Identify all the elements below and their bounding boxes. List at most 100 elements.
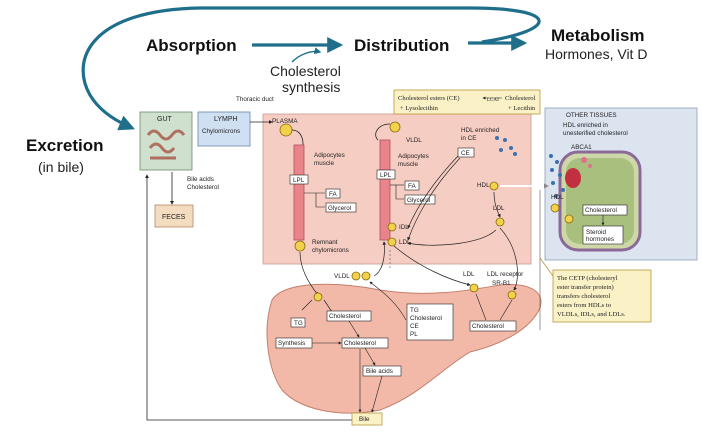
ot-cholesterol: Cholesterol (585, 207, 617, 214)
vldl-loop (375, 123, 391, 141)
bile-acids-label: Bile acids (187, 176, 214, 183)
liver-list-tg: TG (410, 307, 419, 314)
glycerol-2: Glycerol (407, 197, 430, 204)
synthesis-label-2: synthesis (282, 79, 340, 95)
bile-box (351, 412, 383, 426)
abca1-transporter (565, 157, 592, 188)
adipocytes-2: Adipocytes (398, 153, 429, 160)
lcat-line2b: + Lecithin (508, 105, 536, 112)
glycerol-1-box (325, 202, 357, 213)
chol-top-to-mid-arrow (348, 320, 360, 338)
vldl-particle-top (389, 121, 401, 133)
liver-vldl-particle-2 (361, 271, 371, 281)
synthesis-arrow (291, 47, 322, 63)
lcat-enzyme: LCAT (487, 98, 500, 103)
ot-dots (549, 154, 565, 198)
receptor-to-chol-arrows (475, 293, 513, 321)
thoracic-duct-label: Thoracic duct (236, 96, 274, 103)
feces-label: FECES (162, 214, 186, 221)
hdl-enriched-1: HDL enriched (461, 127, 500, 134)
ce-to-ldl-arrow (407, 157, 461, 241)
ce-label: CE (461, 150, 470, 157)
liver-list-pl: PL (410, 331, 418, 338)
cetp-line-4: esters from HDLs to (557, 302, 612, 309)
hdl-to-liver-arrow (499, 227, 518, 291)
steroid-box (582, 225, 624, 245)
liver-remnant-particle (313, 292, 323, 302)
liver-bile-acids: Bile acids (366, 368, 393, 375)
synthesis-label-1: Cholesterol (270, 63, 341, 79)
liver-uptake-arrows (301, 299, 333, 313)
bile-label: Bile (359, 416, 370, 423)
hdl-label: HDL (477, 182, 490, 189)
steroid-1: Steroid (586, 229, 606, 236)
ldl-lower-arrow (407, 229, 497, 246)
liver-chol-right-box (469, 320, 517, 332)
lcat-line1: Cholesterol esters (CE) (398, 95, 460, 102)
lcat-line1b: Cholesterol (505, 95, 536, 102)
ot-ldl-particle (564, 214, 574, 224)
vldl-to-plasma-arrow (373, 241, 387, 277)
hdl-enriched-2: in CE (461, 135, 476, 142)
fa-2-box (404, 180, 420, 191)
liver-cholesterol-right: Cholesterol (472, 323, 504, 330)
vldl-top: VLDL (406, 137, 422, 144)
lcat-line2: + Lysolecithin (400, 105, 439, 112)
muscle-1: muscle (314, 160, 334, 167)
liver-vldl-particle-1 (351, 271, 361, 281)
srb1: SR-B1 (492, 280, 511, 287)
chol-to-bile-acids-arrow (364, 347, 376, 366)
bile-cholesterol-label: Cholesterol (187, 184, 219, 191)
cell-interior (566, 158, 634, 244)
cetp-note (552, 269, 652, 323)
hdl-enriched-dots (495, 136, 517, 156)
abca1-label: ABCA1 (571, 144, 592, 151)
remnant-1: Remnant (312, 239, 338, 246)
liver-list-box (406, 303, 454, 341)
ldl-lower-particle (387, 237, 397, 247)
ldl-label: LDL (493, 205, 505, 212)
liver-tg: TG (294, 320, 303, 327)
chylomicrons-label: Chylomicrons (202, 128, 240, 135)
chylomicron-particle (279, 123, 293, 137)
bile-return-arrow (145, 174, 360, 421)
gut-box (139, 111, 193, 171)
absorption-label: Absorption (146, 36, 237, 55)
metabolism-sub: Hormones, Vit D (545, 46, 647, 62)
metabolism-label: Metabolism (551, 26, 645, 45)
lpl-1-box (289, 174, 309, 185)
other-tissues-label: OTHER TISSUES (566, 112, 617, 119)
liver-tg-box (290, 317, 306, 328)
liver-cholesterol-mid: Cholesterol (344, 340, 376, 347)
ot-hdl-enriched-2: unesterified cholesterol (563, 130, 628, 137)
fa-1: FA (329, 191, 337, 198)
cetp-line-2: ester transfer protein) (557, 284, 614, 291)
list-to-vldl-arrow (369, 281, 407, 321)
muscle-2: muscle (398, 161, 418, 168)
plasma-label: PLASMA (272, 118, 298, 125)
ce-to-idl-arrow (407, 155, 459, 229)
remnant-particle (294, 240, 306, 252)
liver-list-chol: Cholesterol (410, 315, 442, 322)
lpl-2-box (376, 169, 396, 180)
cetp-pointer (539, 257, 554, 277)
liver-vldl: VLDL (334, 273, 350, 280)
distribution-label: Distribution (354, 36, 449, 55)
lymph-label: LYMPH (214, 116, 238, 123)
liver-list-ce: CE (410, 323, 419, 330)
excretion-label: Excretion (26, 136, 103, 155)
excretion-sub: (in bile) (38, 159, 84, 175)
fa-1-box (325, 188, 341, 199)
ldl-to-liver-arrow (393, 245, 471, 287)
glycerol-2-box (404, 194, 436, 205)
cetp-line-3: transfers cholesterol (557, 293, 610, 300)
ot-cholesterol-box (582, 204, 628, 216)
ldl-particle (495, 217, 505, 227)
glycerol-1: Glycerol (328, 205, 351, 212)
ce-box (457, 147, 475, 158)
steroid-2: hormones (586, 236, 614, 243)
cetp-line-5: VLDLs, IDLs, and LDLs. (557, 311, 626, 318)
fa-2: FA (408, 183, 416, 190)
capillary-1 (293, 144, 305, 241)
